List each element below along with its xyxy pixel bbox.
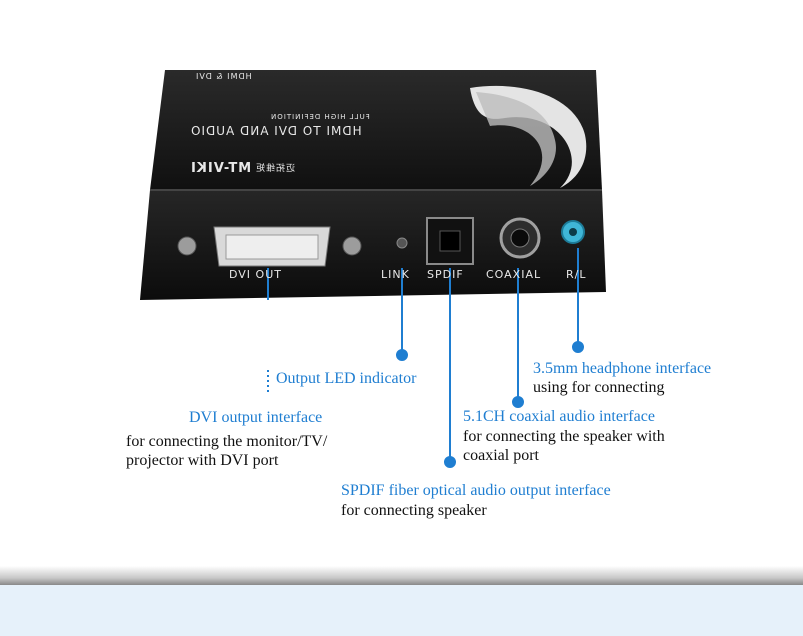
coax-annotation-desc-line2: coaxial port: [463, 447, 539, 464]
bottom-bar: [0, 585, 803, 636]
spdif-label: SPDIF: [427, 268, 464, 281]
coaxial-label: COAXIAL: [486, 268, 542, 281]
dvi-annotation-desc-line2: projector with DVI port: [126, 452, 279, 469]
dvi-annotation-title: DVI output interface: [189, 409, 323, 426]
device-front-face: [140, 190, 606, 300]
coax-annotation-desc-line1: for connecting the speaker with: [463, 428, 665, 445]
dvi-annotation-desc-line1: for connecting the monitor/TV/: [126, 433, 328, 450]
dvi-screw-right: [342, 236, 362, 256]
dvi-port-label: DVI OUT: [229, 268, 282, 281]
model-title-text: HDMI TO DVI AND AUDIO: [190, 124, 362, 138]
brand-sub-text: 迈拓维矩: [255, 164, 296, 174]
coax-annotation-title: 5.1CH coaxial audio interface: [463, 408, 655, 425]
bottom-shadow: [0, 566, 803, 588]
spdif-annotation-desc-line1: for connecting speaker: [341, 502, 487, 519]
spdif-annotation-title: SPDIF fiber optical audio output interfa…: [341, 482, 611, 499]
converter-device: DVI OUT LINK SPDIF COAXIAL R/L MT-VIKI 迈…: [0, 0, 803, 300]
top-edge-label: HDMI & DVI: [195, 72, 252, 81]
callout-lines: [267, 248, 579, 300]
device-illustration: [140, 70, 606, 300]
brand-logo-text: MT-VIKI: [190, 161, 252, 176]
headphone-annotation-title: 3.5mm headphone interface: [533, 360, 712, 377]
rl-label: R/L: [566, 268, 587, 281]
link-led: [396, 237, 408, 249]
led-annotation-title: Output LED indicator: [276, 370, 417, 387]
dvi-screw-left: [177, 236, 197, 256]
headphone-annotation-desc-line1: using for connecting: [533, 379, 665, 396]
link-label: LINK: [381, 268, 410, 281]
model-sub-text: FULL HIGH DEFINITION: [270, 113, 370, 121]
